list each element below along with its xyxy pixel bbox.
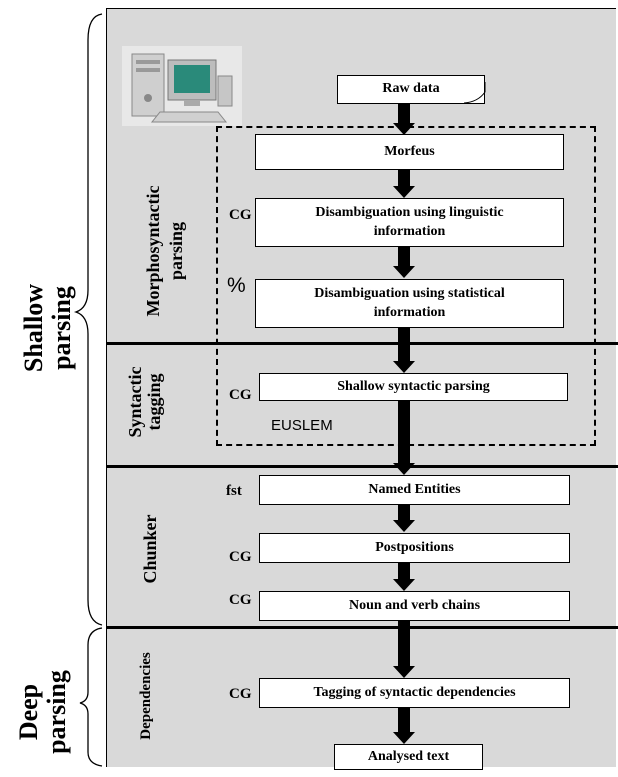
named-entities-box: Named Entities [259, 475, 570, 505]
arrow-raw-morfeus [393, 103, 415, 135]
shallow-syntactic-parsing-box: Shallow syntactic parsing [259, 373, 568, 401]
postpositions-box: Postpositions [259, 533, 570, 563]
arrow-shallow-named [393, 400, 415, 475]
morfeus-box: Morfeus [255, 134, 564, 170]
divider-morpho-syntactic [106, 342, 618, 345]
analysed-text-box: Analysed text [334, 744, 483, 770]
cg-tag-dependencies: CG [229, 686, 252, 702]
section-braces [73, 13, 103, 767]
arrow-named-post [393, 504, 415, 532]
chunker-label: Chunker [140, 514, 160, 584]
divider-syntactic-chunker [106, 465, 618, 468]
fst-tag-named: fst [226, 483, 242, 499]
arrow-ling-stat [393, 247, 415, 278]
arrow-noun-deps [393, 620, 415, 678]
arrow-post-noun [393, 563, 415, 591]
euslem-label: EUSLEM [271, 417, 333, 434]
dependencies-label: Dependencies [138, 652, 154, 740]
percent-tag-statistical: % [227, 274, 246, 297]
noun-verb-chains-box: Noun and verb chains [259, 591, 570, 621]
computer-icon [122, 46, 242, 126]
cg-tag-noun-verb: CG [229, 592, 252, 608]
arrow-stat-shallow [393, 328, 415, 373]
raw-data-fold [464, 82, 486, 104]
cg-tag-shallow: CG [229, 387, 252, 403]
divider-chunker-dependencies [106, 626, 618, 629]
arrow-morfeus-ling [393, 170, 415, 198]
cg-tag-postpositions: CG [229, 549, 252, 565]
cg-tag-linguistic: CG [229, 207, 252, 223]
tagging-dependencies-box: Tagging of syntactic dependencies [259, 678, 570, 708]
arrow-deps-analysed [393, 707, 415, 744]
raw-data-box: Raw data [337, 75, 485, 104]
